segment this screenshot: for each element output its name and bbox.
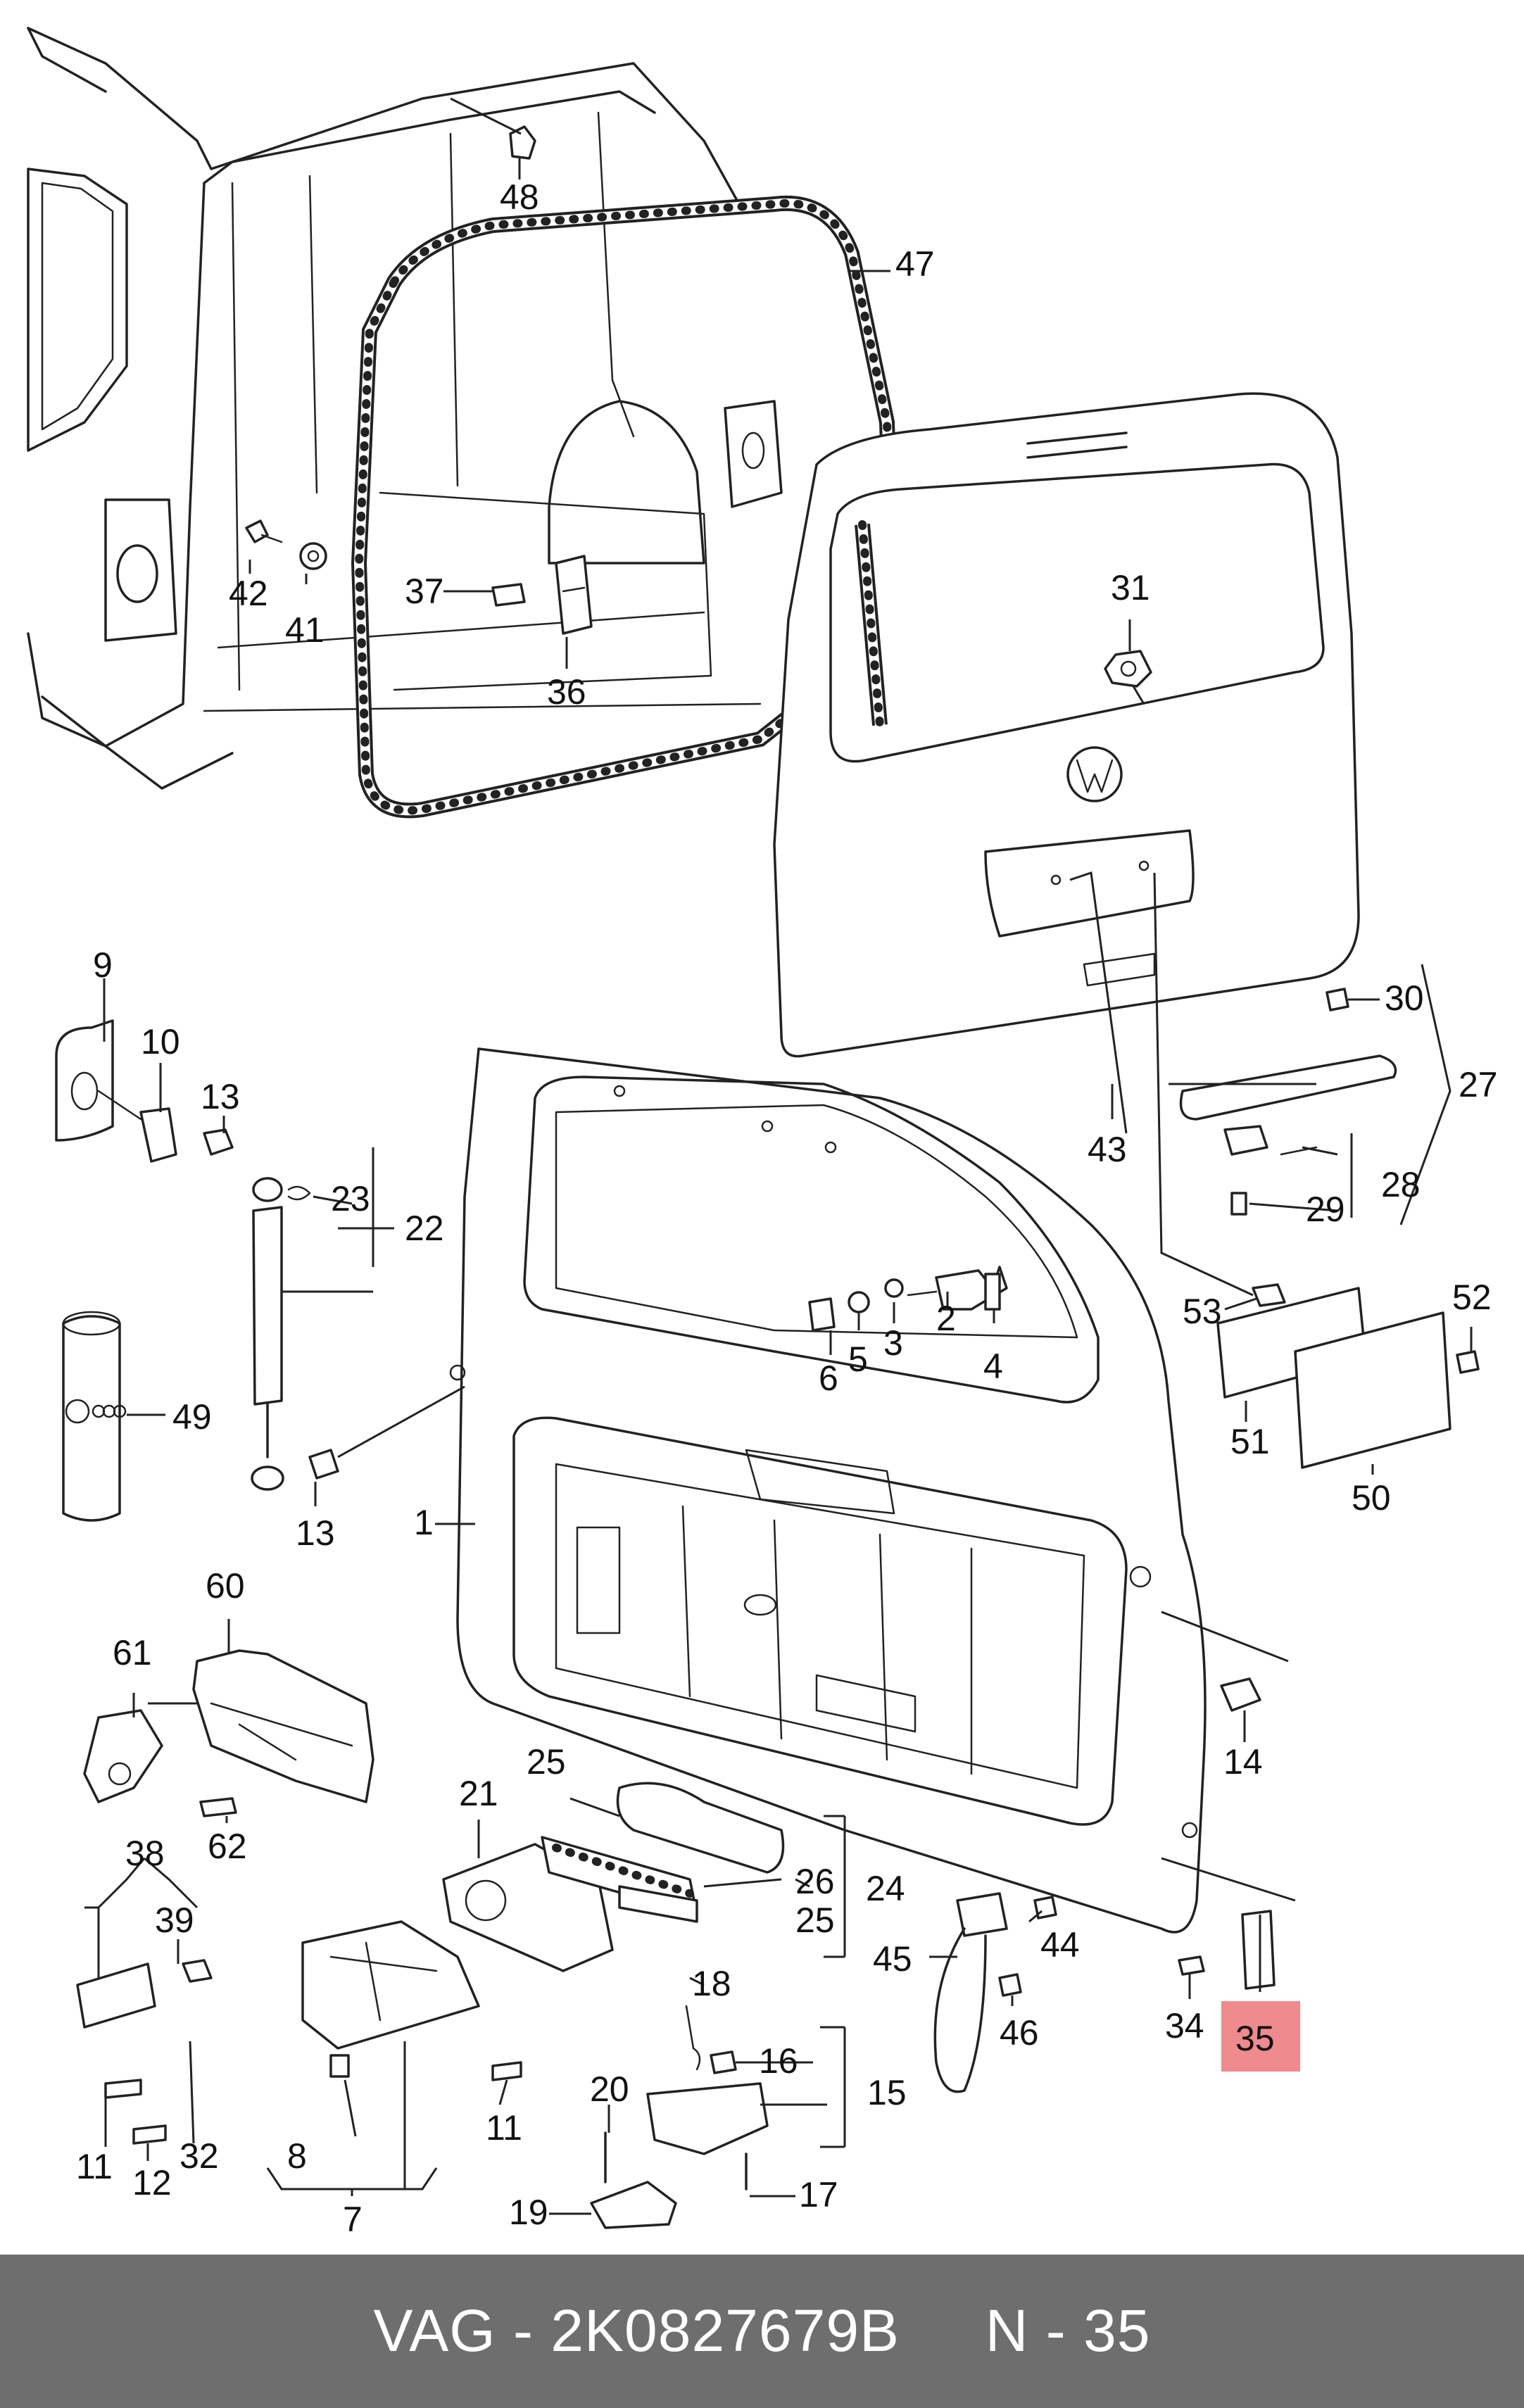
bracket-34-35	[1178, 1910, 1276, 1990]
callout-60: 60	[206, 1566, 245, 1606]
callout-32: 32	[180, 2136, 219, 2176]
callout-24: 24	[866, 1869, 905, 1908]
callout-13b: 13	[296, 1513, 335, 1553]
callout-10: 10	[141, 1022, 180, 1061]
callout-19: 19	[509, 2193, 548, 2232]
tailgate-inner-frame-1	[449, 1047, 1207, 1934]
striker-36-37	[491, 555, 593, 635]
latch-housing-60-61	[83, 1649, 374, 1817]
handle-21-26	[442, 1782, 785, 1972]
hardware-42-41	[245, 519, 327, 570]
callout-9: 9	[93, 945, 113, 985]
callout-36: 36	[547, 672, 586, 712]
highlighted-part-label-layer: 35	[1235, 2019, 1275, 2058]
callout-6: 6	[819, 1359, 838, 1398]
callout-50: 50	[1352, 1478, 1391, 1518]
callout-17: 17	[799, 2175, 838, 2214]
callout-27: 27	[1459, 1065, 1498, 1104]
callout-35: 35	[1235, 2019, 1275, 2058]
callout-18: 18	[692, 1964, 731, 2003]
callout-5: 5	[848, 1339, 868, 1379]
spray-can-49	[62, 1311, 127, 1522]
callout-45: 45	[873, 1939, 912, 1979]
callout-62: 62	[208, 1827, 247, 1866]
callout-38: 38	[125, 1834, 165, 1873]
callout-2: 2	[936, 1299, 956, 1338]
callout-30: 30	[1385, 978, 1424, 1018]
buffer-14	[1220, 1677, 1261, 1712]
callout-28: 28	[1381, 1165, 1421, 1204]
callout-4: 4	[983, 1347, 1003, 1386]
callout-7: 7	[343, 2200, 363, 2239]
callout-26: 26	[795, 1862, 835, 1901]
callout-41: 41	[285, 610, 325, 650]
callout-51: 51	[1230, 1422, 1270, 1461]
callout-labels: 48 47 42 41 37 36 31 30 27 28 29 43 53 5…	[76, 177, 1498, 2239]
callout-12: 12	[132, 2163, 172, 2202]
callout-1: 1	[414, 1503, 434, 1542]
callout-37: 37	[405, 572, 444, 611]
callout-16: 16	[759, 2041, 798, 2081]
callout-42: 42	[229, 574, 268, 613]
callout-48: 48	[500, 177, 539, 217]
callout-11a: 11	[76, 2147, 113, 2186]
callout-47: 47	[895, 244, 935, 284]
callout-34: 34	[1165, 2006, 1204, 2045]
part-number-caption: VAG - 2K0827679B N - 35	[373, 2297, 1151, 2364]
callout-14: 14	[1223, 1742, 1263, 1782]
tailgate-outer-skin	[773, 392, 1360, 1058]
switch-45	[933, 1892, 1057, 2093]
callout-46: 46	[1000, 2013, 1039, 2053]
door-seal-47	[351, 195, 902, 819]
callout-13a: 13	[201, 1077, 240, 1116]
callout-15: 15	[867, 2073, 907, 2112]
callout-49: 49	[172, 1397, 212, 1437]
lamp-27	[1179, 988, 1397, 1216]
parts-diagram: 48 47 42 41 37 36 31 30 27 28 29 43 53 5…	[27, 27, 1498, 2239]
callout-44: 44	[1040, 1925, 1080, 1965]
gas-strut-22	[203, 1128, 339, 1491]
callout-22: 22	[405, 1209, 444, 1248]
striker-15	[590, 2005, 769, 2229]
footer-bar: VAG - 2K0827679B N - 35	[0, 2255, 1524, 2408]
callout-20: 20	[590, 2069, 629, 2109]
lock-7	[76, 1920, 522, 2145]
callout-21: 21	[459, 1774, 498, 1813]
plate-50-51	[1216, 1283, 1480, 1469]
callout-3: 3	[883, 1323, 903, 1363]
nut-31	[1104, 650, 1152, 688]
hardware-48	[509, 125, 536, 160]
callout-52: 52	[1452, 1278, 1492, 1317]
callout-31: 31	[1111, 568, 1150, 607]
hinge-2	[808, 1266, 1008, 1332]
callout-39: 39	[155, 1900, 194, 1940]
highlighted-part-box	[1221, 2001, 1300, 2072]
vehicle-body	[27, 27, 783, 790]
callout-25a: 25	[527, 1742, 566, 1782]
callout-25b: 25	[795, 1900, 835, 1940]
callout-29: 29	[1306, 1190, 1345, 1229]
callout-8: 8	[287, 2136, 307, 2176]
callout-23: 23	[331, 1179, 370, 1218]
bracket-9-10	[55, 1019, 177, 1163]
callout-53: 53	[1183, 1292, 1222, 1331]
callout-43: 43	[1088, 1130, 1127, 1169]
callout-11b: 11	[486, 2108, 522, 2148]
callout-61: 61	[113, 1633, 152, 1672]
leader-lines	[84, 97, 1473, 2215]
